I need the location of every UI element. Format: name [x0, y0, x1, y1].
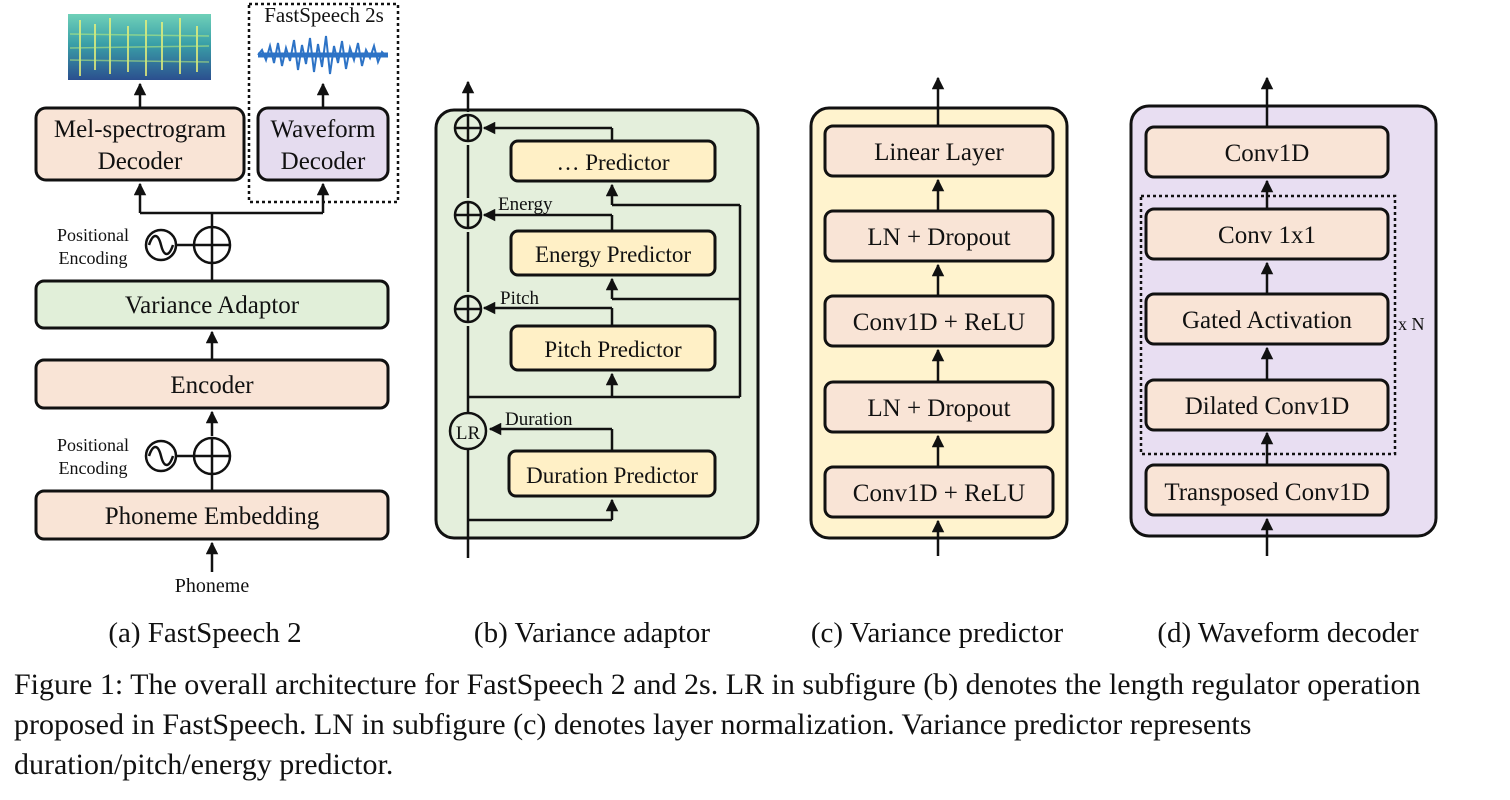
duration-label: Duration: [505, 409, 573, 430]
phoneme-embedding-label: Phoneme Embedding: [105, 503, 320, 530]
waveform-decoder-layer-label: Conv1D: [1225, 140, 1310, 167]
caption-fig-c: (c) Variance predictor: [811, 617, 1064, 649]
plus-icon: [453, 294, 483, 324]
positional-encoding-label-line2: Encoding: [59, 248, 128, 268]
figure-caption: Figure 1: The overall architecture for F…: [14, 668, 1421, 781]
repeat-label: x N: [1398, 314, 1425, 334]
waveform-decoder-layer-label: Conv 1x1: [1218, 222, 1316, 249]
sine-wave-icon: [144, 439, 178, 473]
pitch-predictor-label: Pitch Predictor: [544, 337, 682, 362]
phoneme-input-label: Phoneme: [175, 575, 250, 597]
mel-spectrogram-image: [68, 14, 211, 80]
variance-adaptor-label: Variance Adaptor: [125, 292, 300, 319]
fig-d-waveform-decoder: Transposed Conv1D x N Dilated Conv1D Gat…: [1129, 76, 1438, 649]
fig-c-variance-predictor: Conv1D + ReLU LN + Dropout Conv1D + ReLU…: [809, 76, 1069, 649]
pitch-label: Pitch: [500, 288, 540, 309]
variance-predictor-layer-label: LN + Dropout: [867, 395, 1010, 422]
waveform-image: [257, 35, 388, 75]
mel-decoder-label-line2: Decoder: [98, 148, 183, 175]
variance-predictor-layer-label: Conv1D + ReLU: [853, 480, 1025, 507]
variance-predictor-layer-label: Conv1D + ReLU: [853, 309, 1025, 336]
plus-icon: [192, 436, 232, 476]
caption-fig-a: (a) FastSpeech 2: [108, 617, 301, 649]
sine-wave-icon: [144, 228, 178, 262]
mel-decoder-label-line1: Mel-spectrogram: [54, 116, 227, 143]
waveform-decoder-layer-label: Dilated Conv1D: [1185, 393, 1350, 420]
length-regulator-node: LR: [448, 411, 488, 451]
fig-b-variance-adaptor: … Predictor Energy Predictor Pitch Predi…: [434, 80, 760, 649]
fastspeech2s-label: FastSpeech 2s: [264, 3, 384, 27]
plus-icon: [192, 225, 232, 265]
positional-encoding-label-line1: Positional: [57, 225, 129, 245]
fig-a-fastspeech2: FastSpeech 2s Mel-spectrogram Decoder Wa…: [34, 2, 400, 649]
dots-predictor-label: … Predictor: [556, 150, 669, 175]
caption-fig-b: (b) Variance adaptor: [474, 617, 711, 649]
lr-label: LR: [456, 423, 481, 444]
energy-predictor-label: Energy Predictor: [535, 242, 691, 267]
variance-predictor-layer-label: LN + Dropout: [867, 224, 1010, 251]
positional-encoding-label-line1: Positional: [57, 435, 129, 455]
waveform-decoder-layer-label: Transposed Conv1D: [1164, 479, 1369, 506]
energy-label: Energy: [498, 194, 553, 215]
variance-predictor-layer-label: Linear Layer: [874, 139, 1004, 166]
encoder-label: Encoder: [170, 372, 254, 399]
waveform-decoder-label-line2: Decoder: [281, 148, 366, 175]
variance-adaptor-panel: [434, 108, 760, 540]
waveform-decoder-label-line1: Waveform: [271, 116, 376, 143]
plus-icon: [453, 113, 483, 143]
positional-encoding-label-line2: Encoding: [59, 458, 128, 478]
duration-predictor-label: Duration Predictor: [526, 463, 698, 488]
plus-icon: [453, 200, 483, 230]
caption-fig-d: (d) Waveform decoder: [1157, 617, 1419, 649]
waveform-decoder-layer-label: Gated Activation: [1182, 307, 1353, 334]
